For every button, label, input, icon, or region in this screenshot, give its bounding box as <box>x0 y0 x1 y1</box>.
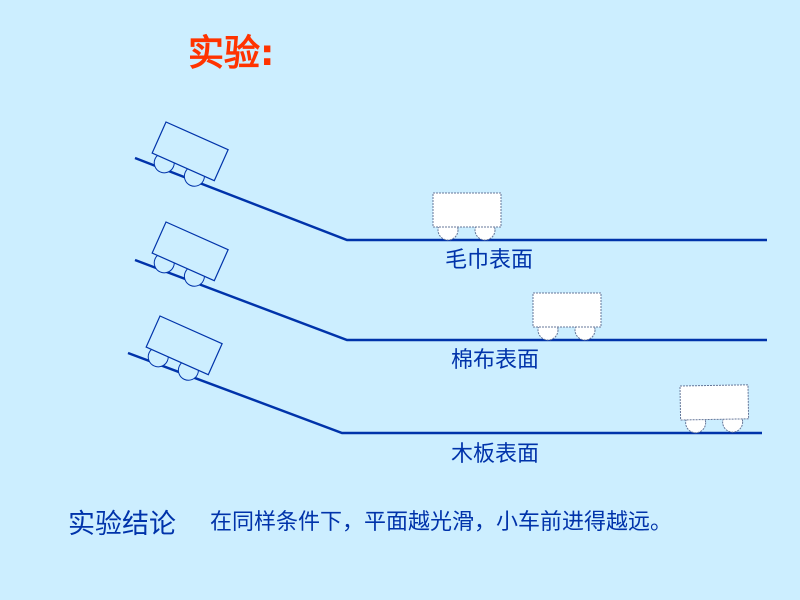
conclusion-text: 在同样条件下，平面越光滑，小车前进得越远。 <box>210 510 673 535</box>
track-towel <box>134 121 767 242</box>
track-cotton <box>134 221 767 342</box>
cart-stopped <box>432 192 502 241</box>
surface-label-towel: 毛巾表面 <box>444 248 534 273</box>
track-wood <box>127 315 762 435</box>
conclusion-heading: 实验结论 <box>68 509 176 540</box>
cart-on-slope <box>139 315 223 389</box>
surface-label-cotton: 棉布表面 <box>450 348 540 373</box>
slide-title: 实验: <box>188 33 275 74</box>
cart-on-slope <box>145 221 229 295</box>
cart-stopped <box>679 384 750 434</box>
cart-on-slope <box>145 121 229 195</box>
cart-stopped <box>532 292 602 341</box>
surface-label-wood: 木板表面 <box>450 442 540 467</box>
